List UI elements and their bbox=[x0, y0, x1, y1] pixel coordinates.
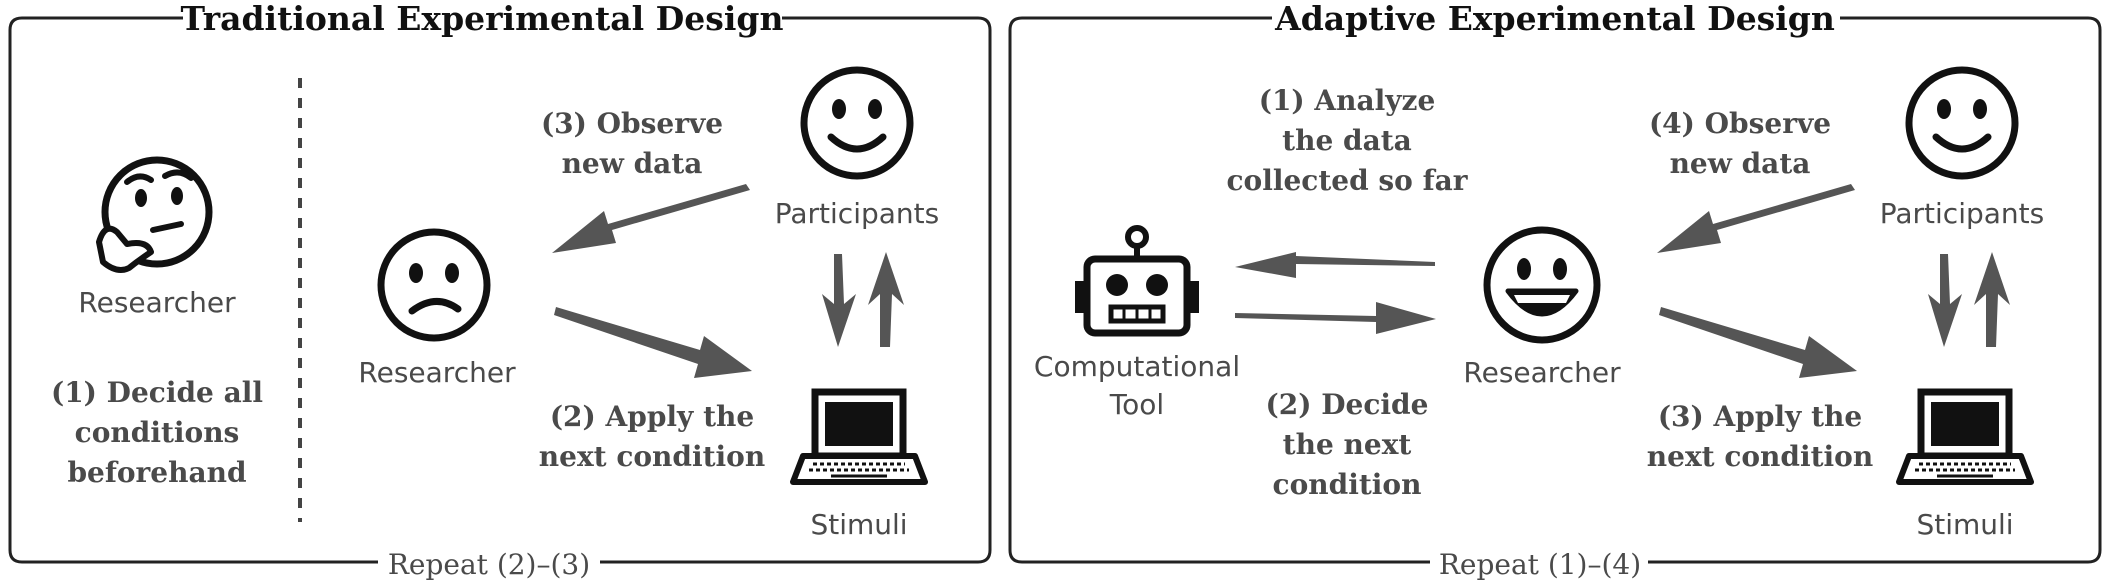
decide-all-step-line-1: (1) Decide all bbox=[51, 376, 263, 409]
adaptive-participants-label: Participants bbox=[1880, 197, 2044, 230]
grinning-face-icon bbox=[1483, 226, 1601, 344]
traditional-repeat-label: Repeat (2)–(3) bbox=[388, 548, 590, 581]
down-arrow bbox=[822, 254, 856, 347]
decide-step-line-1: (2) Decide bbox=[1266, 388, 1429, 421]
adaptive-down-arrow bbox=[1928, 254, 1962, 347]
analyze-arrow bbox=[1235, 252, 1435, 278]
stimuli-label: Stimuli bbox=[810, 508, 907, 541]
traditional-panel: Traditional Experimental Design Repeat (… bbox=[8, 0, 992, 581]
analyze-step-line-1: (1) Analyze bbox=[1259, 84, 1436, 117]
analyze-step-line-2: the data bbox=[1282, 124, 1412, 157]
adaptive-observe-step-line-2: new data bbox=[1670, 147, 1811, 180]
traditional-title: Traditional Experimental Design bbox=[181, 0, 784, 38]
robot-icon bbox=[1075, 225, 1199, 337]
adaptive-apply-arrow bbox=[1659, 307, 1857, 378]
participants-label: Participants bbox=[775, 197, 939, 230]
observe-arrow bbox=[552, 184, 750, 253]
up-arrow bbox=[868, 252, 904, 347]
adaptive-repeat-label: Repeat (1)–(4) bbox=[1439, 548, 1641, 581]
adaptive-observe-arrow bbox=[1657, 184, 1855, 253]
adaptive-panel: Adaptive Experimental Design Repeat (1)–… bbox=[1008, 0, 2102, 581]
observe-step-line-2: new data bbox=[562, 147, 703, 180]
adaptive-laptop-icon bbox=[1899, 392, 2031, 482]
adaptive-apply-step-line-2: next condition bbox=[1647, 440, 1873, 473]
adaptive-title: Adaptive Experimental Design bbox=[1274, 0, 1835, 38]
apply-step-line-1: (2) Apply the bbox=[550, 400, 754, 433]
traditional-frame bbox=[8, 16, 992, 564]
adaptive-stimuli-label: Stimuli bbox=[1916, 508, 2013, 541]
adaptive-researcher-label: Researcher bbox=[1463, 356, 1621, 389]
adaptive-apply-step-line-1: (3) Apply the bbox=[1658, 400, 1862, 433]
observe-step-line-1: (3) Observe bbox=[541, 107, 723, 140]
apply-step-line-2: next condition bbox=[539, 440, 765, 473]
decide-all-step-line-3: beforehand bbox=[67, 456, 246, 489]
sad-face-icon bbox=[377, 228, 491, 342]
adaptive-smiley-face-icon bbox=[1909, 70, 2015, 176]
tool-label-line-2: Tool bbox=[1109, 388, 1164, 421]
tool-label-line-1: Computational bbox=[1034, 350, 1240, 383]
researcher-label: Researcher bbox=[358, 356, 516, 389]
smiley-face-icon bbox=[804, 70, 910, 176]
adaptive-observe-step-line-1: (4) Observe bbox=[1649, 107, 1831, 140]
left-researcher-label: Researcher bbox=[78, 286, 236, 319]
laptop-icon bbox=[793, 392, 925, 482]
decide-all-step-line-2: conditions bbox=[75, 416, 240, 449]
thinking-face-icon bbox=[96, 156, 213, 273]
apply-arrow bbox=[554, 307, 752, 378]
decide-step-line-2: the next bbox=[1283, 428, 1412, 461]
adaptive-up-arrow bbox=[1974, 252, 2010, 347]
decide-arrow bbox=[1235, 302, 1436, 334]
adaptive-frame bbox=[1008, 16, 2102, 564]
analyze-step-line-3: collected so far bbox=[1226, 164, 1468, 197]
decide-step-line-3: condition bbox=[1273, 468, 1422, 501]
